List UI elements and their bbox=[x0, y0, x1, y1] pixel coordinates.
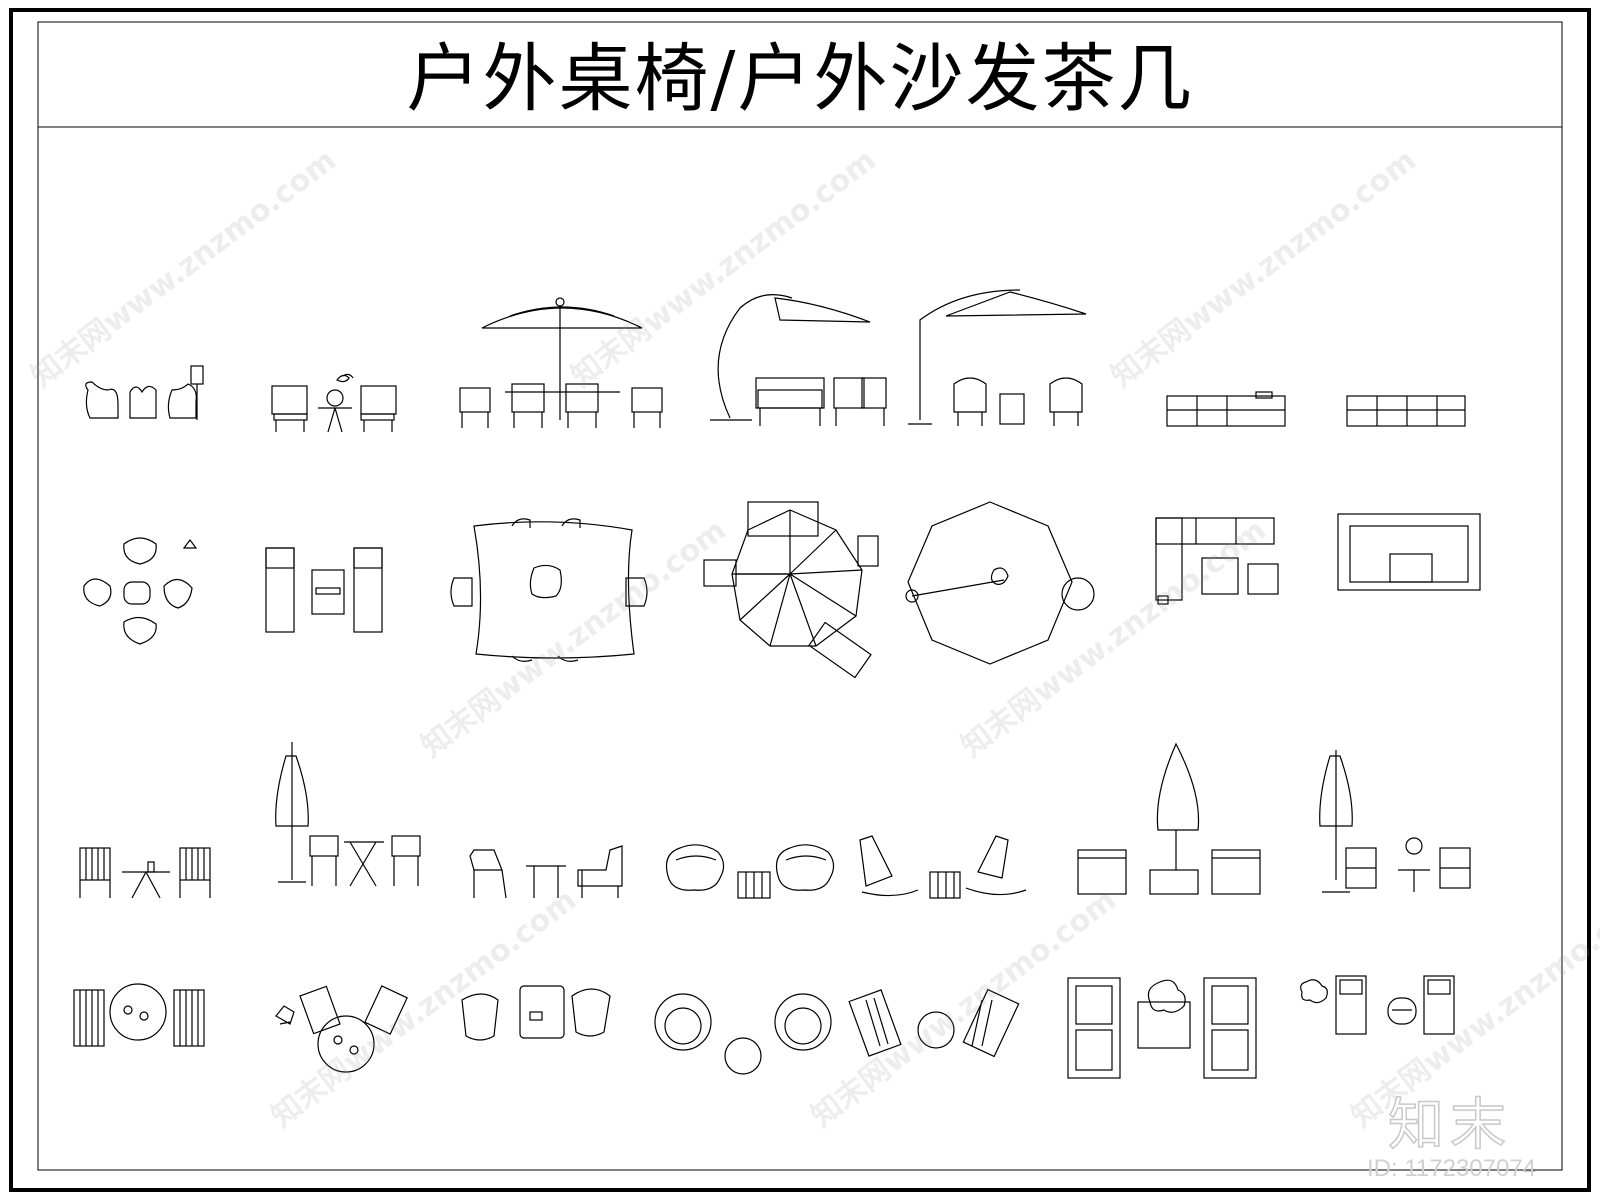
image-id-label: ID: 1172307074 bbox=[1367, 1155, 1537, 1182]
block-bowl-chairs-round-table bbox=[654, 993, 832, 1075]
outer-frame bbox=[9, 8, 1591, 1192]
block-twin-loungers bbox=[265, 547, 383, 633]
block-dining-table-plan bbox=[450, 518, 648, 662]
watermark-logo: 知末 bbox=[1387, 1092, 1512, 1159]
block-angled-chairs-round-table bbox=[275, 985, 408, 1073]
block-rattan-chairs-table bbox=[461, 985, 611, 1041]
block-u-sofa-plan bbox=[1337, 513, 1481, 591]
block-sofas-coffee-table bbox=[1067, 977, 1257, 1079]
block-cube-sofas-umbrella bbox=[1077, 742, 1261, 895]
block-l-sofa-plan bbox=[1155, 517, 1279, 605]
block-chairs-around-table bbox=[83, 537, 198, 645]
block-deck-chairs-round-table bbox=[848, 988, 1020, 1058]
block-long-sofa bbox=[1346, 395, 1466, 427]
block-octagon-umbrella-plan bbox=[905, 501, 1095, 665]
block-cantilever-umbrella-sofa-set bbox=[710, 294, 887, 426]
block-cantilever-umbrella-rattan-set bbox=[908, 289, 1087, 426]
block-slat-chairs-round-table bbox=[73, 983, 205, 1047]
block-slat-chairs bbox=[79, 847, 211, 899]
block-sectional-sofa bbox=[1166, 391, 1286, 427]
block-umbrella-plan-with-loungers bbox=[703, 501, 879, 679]
block-rocking-chairs bbox=[859, 835, 1027, 899]
block-loungers-side-table bbox=[1300, 975, 1455, 1035]
block-lounge-chairs-low-table bbox=[469, 845, 623, 899]
block-closed-umbrella-chairs bbox=[1319, 750, 1471, 893]
block-armchairs-with-side-table bbox=[271, 373, 397, 433]
block-bean-chairs-stool bbox=[665, 844, 835, 899]
block-closed-umbrella-bistro-set bbox=[275, 742, 421, 887]
block-lounge-chairs-set bbox=[85, 365, 204, 420]
block-umbrella-dining-set bbox=[459, 297, 663, 428]
inner-frame bbox=[37, 21, 1563, 1171]
drawing-title: 户外桌椅/户外沙发茶几 bbox=[406, 35, 1194, 122]
